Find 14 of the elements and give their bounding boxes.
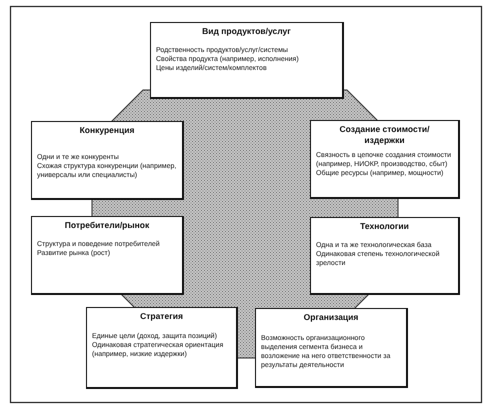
factor-box — [31, 121, 184, 200]
factor-box — [255, 308, 408, 388]
factor-box — [310, 120, 460, 199]
box-heading: Потребители/рынок — [64, 220, 150, 230]
box-heading: Создание стоимости/ издержки — [338, 124, 430, 145]
box-heading: Вид продуктов/услуг — [201, 26, 292, 36]
factor-box — [31, 216, 184, 295]
box-heading: Технологии — [359, 221, 410, 232]
box-heading: Стратегия — [139, 311, 184, 322]
factor-box — [150, 22, 344, 99]
box-heading: Организация — [302, 312, 360, 322]
factor-box — [86, 307, 238, 389]
box-heading: Конкуренция — [78, 125, 136, 136]
factor-box — [310, 217, 460, 295]
